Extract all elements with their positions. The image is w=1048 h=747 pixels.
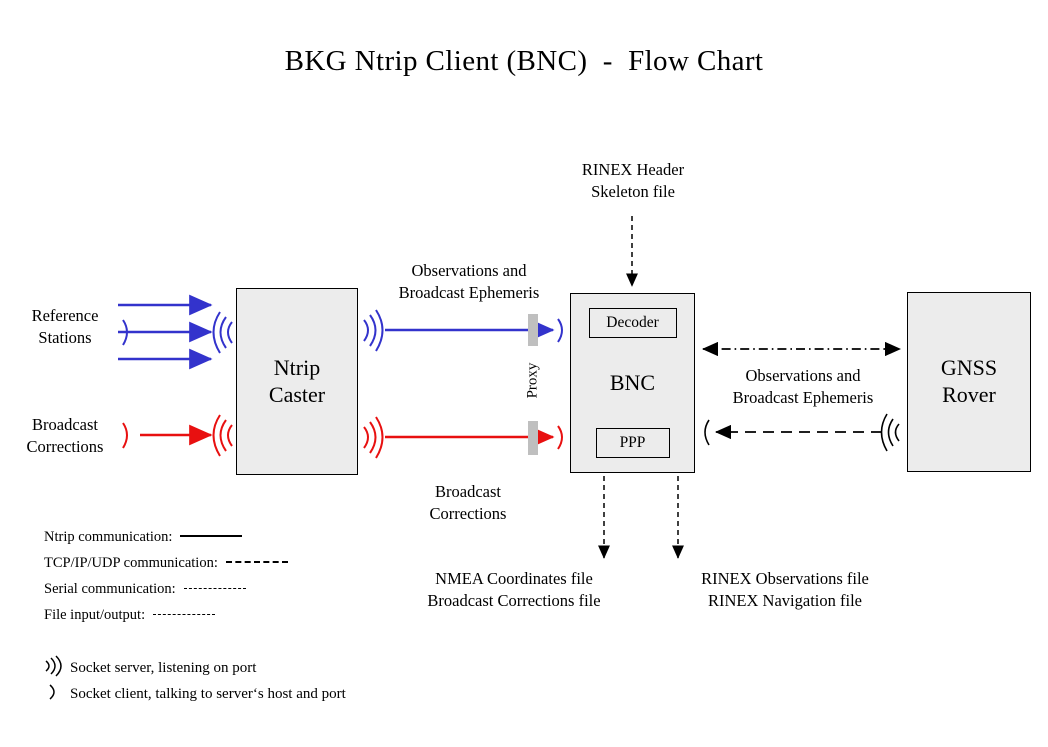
legend-label-serial: Serial communication: xyxy=(44,580,176,597)
node-bnc-label: BNC xyxy=(609,369,656,395)
label-rinex-header-skeleton-file: RINEX Header Skeleton file xyxy=(581,160,685,201)
socket-server-icon xyxy=(363,309,384,352)
node-ntrip-caster[interactable]: Ntrip Caster xyxy=(236,288,358,475)
socket-client-icon xyxy=(40,681,70,708)
legend-sample-file-io-icon xyxy=(153,613,216,615)
legend-label-socket-server: Socket server, listening on port xyxy=(70,659,257,676)
legend-label-file-io: File input/output: xyxy=(44,606,146,623)
socket-client-icon xyxy=(557,425,563,450)
socket-client-icon xyxy=(122,422,128,449)
legend-row-file-io: File input/output: xyxy=(44,602,288,628)
proxy-bar-upper xyxy=(528,314,538,346)
socket-server-icon xyxy=(212,311,233,354)
socket-server-icon xyxy=(212,414,233,457)
label-broadcast-corrections-input: Broadcast Corrections xyxy=(26,415,104,456)
socket-server-icon xyxy=(40,654,70,682)
node-bnc-decoder[interactable]: Decoder xyxy=(588,308,677,338)
node-gnss-rover-label: GNSS Rover xyxy=(940,355,998,407)
node-bnc-ppp-label: PPP xyxy=(619,433,646,451)
label-observations-ephemeris-caster-bnc: Observations and Broadcast Ephemeris xyxy=(398,261,540,302)
label-broadcast-corrections-caster-bnc: Broadcast Corrections xyxy=(429,482,507,523)
legend-line-styles: Ntrip communication: TCP/IP/UDP communic… xyxy=(44,524,288,628)
proxy-label: Proxy xyxy=(524,362,541,399)
legend-row-socket-server: Socket server, listening on port xyxy=(40,654,346,682)
legend-row-ntrip: Ntrip communication: xyxy=(44,524,288,550)
node-gnss-rover[interactable]: GNSS Rover xyxy=(907,292,1031,472)
socket-server-icon xyxy=(363,416,384,459)
legend-label-ntrip: Ntrip communication: xyxy=(44,528,173,545)
legend-row-serial: Serial communication: xyxy=(44,576,288,602)
socket-client-icon xyxy=(557,318,563,343)
socket-client-icon xyxy=(122,319,128,346)
node-bnc[interactable]: Decoder BNC PPP xyxy=(570,293,695,473)
legend-label-socket-client: Socket client, talking to server‘s host … xyxy=(70,685,346,702)
node-bnc-ppp[interactable]: PPP xyxy=(595,427,670,458)
legend-sample-ntrip-icon xyxy=(180,535,243,537)
socket-client-icon xyxy=(704,419,710,446)
label-observations-ephemeris-bnc-rover: Observations and Broadcast Ephemeris xyxy=(732,366,874,407)
proxy-bar-lower xyxy=(528,421,538,455)
label-reference-stations: Reference Stations xyxy=(31,306,99,347)
legend-label-tcp: TCP/IP/UDP communication: xyxy=(44,554,218,571)
reference-stations-links xyxy=(118,294,213,370)
legend-sample-tcp-icon xyxy=(225,561,288,563)
legend-sample-serial-icon xyxy=(183,587,246,589)
node-ntrip-caster-label: Ntrip Caster xyxy=(268,354,326,407)
legend-row-tcp: TCP/IP/UDP communication: xyxy=(44,550,288,576)
socket-server-icon xyxy=(880,413,900,452)
legend-row-socket-client: Socket client, talking to server‘s host … xyxy=(40,681,346,707)
legend-socket-types: Socket server, listening on port Socket … xyxy=(40,654,346,707)
page-title: BKG Ntrip Client (BNC) - Flow Chart xyxy=(284,45,764,77)
label-rinex-output-files: RINEX Observations file RINEX Navigation… xyxy=(701,569,869,610)
node-bnc-decoder-label: Decoder xyxy=(606,313,659,331)
label-nmea-output-files: NMEA Coordinates file Broadcast Correcti… xyxy=(427,569,601,610)
